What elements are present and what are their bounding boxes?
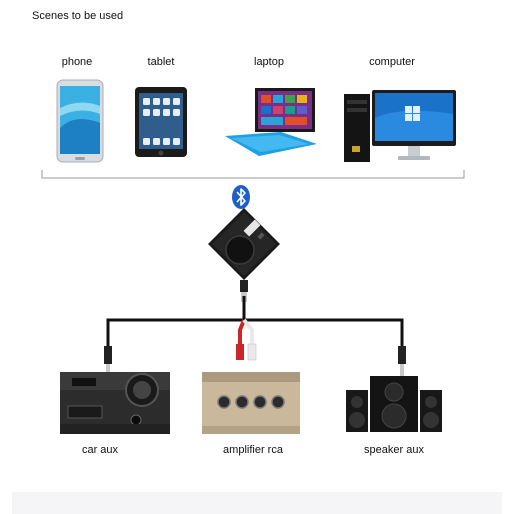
output-label-amplifier-rca: amplifier rca xyxy=(223,444,283,456)
output-label-car-aux: car aux xyxy=(81,444,119,456)
laptop-icon xyxy=(225,88,317,156)
computer-icon xyxy=(344,90,456,162)
phone-icon xyxy=(56,79,104,163)
device-label-laptop: laptop xyxy=(254,56,284,68)
page-title: Scenes to be used xyxy=(32,10,124,22)
device-label-computer: computer xyxy=(369,56,415,68)
receiver-device xyxy=(208,208,280,302)
device-label-tablet: tablet xyxy=(147,56,175,68)
device-bracket xyxy=(41,170,465,179)
cable-network xyxy=(104,296,406,378)
output-label-speaker-aux: speaker aux xyxy=(364,444,424,456)
speaker-icon xyxy=(346,376,442,432)
car-aux-icon xyxy=(60,372,170,434)
tablet-icon xyxy=(135,87,187,157)
device-label-phone: phone xyxy=(61,56,93,68)
rca-icon xyxy=(202,372,300,434)
bluetooth-icon xyxy=(232,185,250,209)
